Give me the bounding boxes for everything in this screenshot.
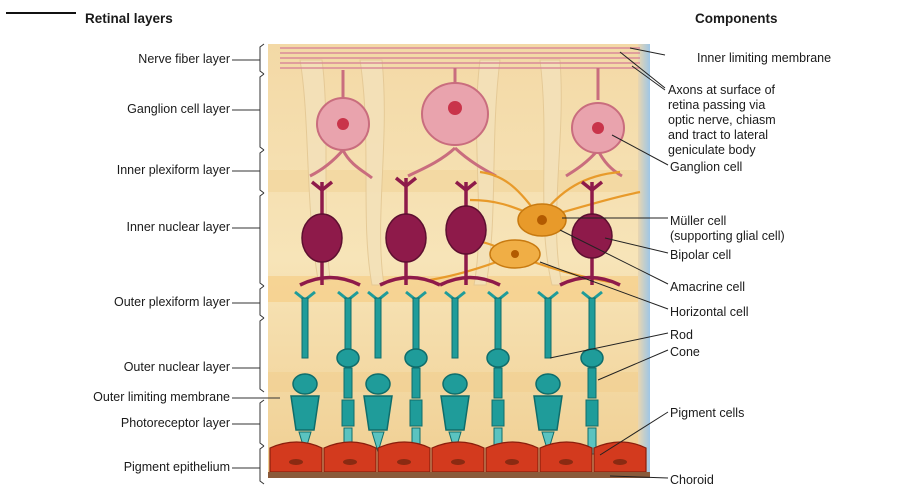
pigment-cell-nucleus	[451, 459, 465, 465]
layer-bracket	[260, 446, 264, 484]
pigment-cell	[486, 442, 538, 472]
pigment-cell	[270, 442, 322, 472]
pigment-cell-nucleus	[505, 459, 519, 465]
layer-bracket	[260, 74, 264, 150]
pigment-cell-nucleus	[289, 459, 303, 465]
pigment-cell-nucleus	[343, 459, 357, 465]
pigment-cell	[594, 442, 646, 472]
pigment-cell	[324, 442, 376, 472]
layer-brackets	[260, 44, 264, 484]
layer-bracket	[260, 318, 264, 392]
layer-bracket	[260, 44, 264, 74]
pigment-cell	[432, 442, 484, 472]
pigment-cell-nucleus	[559, 459, 573, 465]
pigment-epithelium	[270, 442, 646, 472]
choroid-strip	[268, 472, 650, 478]
choroid-edge	[638, 44, 650, 474]
layer-bracket	[260, 286, 264, 318]
pigment-cell	[378, 442, 430, 472]
pigment-cell	[540, 442, 592, 472]
layer-bracket	[260, 150, 264, 193]
layer-bracket	[260, 193, 264, 286]
layer-bracket	[260, 400, 264, 446]
pigment-cell-nucleus	[613, 459, 627, 465]
pigment-cell-nucleus	[397, 459, 411, 465]
